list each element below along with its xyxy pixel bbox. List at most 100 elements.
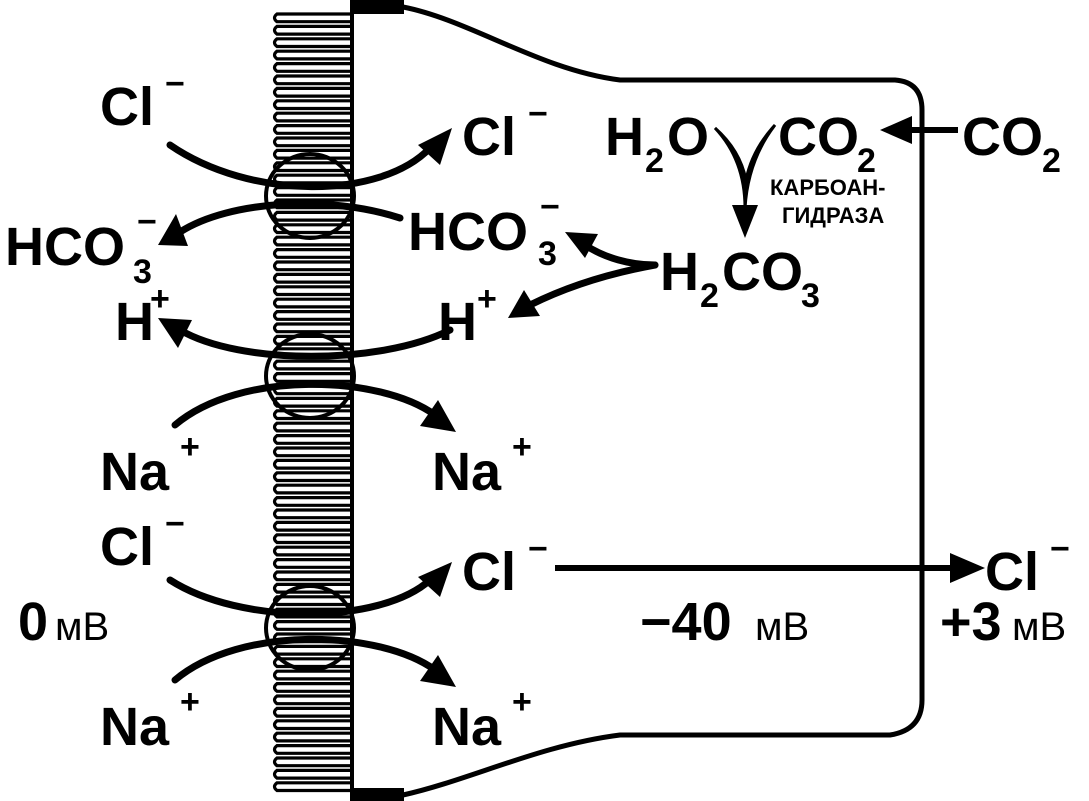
microvillus: [272, 434, 352, 445]
microvillus: [272, 533, 352, 545]
label-na-lumen-upper: Na: [100, 442, 170, 502]
subscript-2: 2: [1042, 142, 1061, 180]
microvillus: [272, 558, 352, 569]
label-cl-lumen-lower: Cl: [100, 517, 154, 577]
microvillus: [272, 446, 352, 458]
microvillus: [272, 99, 352, 111]
subscript-2: 2: [700, 277, 719, 315]
arrow-hco3-out: [176, 200, 404, 236]
microvillus: [272, 644, 352, 656]
microvillus: [272, 508, 352, 520]
subscript-3: 3: [538, 235, 557, 273]
charge-plus: +: [150, 280, 170, 318]
transporter-cl-hco3: [264, 152, 356, 240]
microvillus: [272, 322, 352, 334]
microvillus: [272, 12, 352, 24]
microvillus: [272, 582, 352, 594]
microvillus: [272, 37, 352, 49]
microvillus: [272, 310, 352, 321]
label-co2-blood: CO: [962, 107, 1043, 167]
microvillus: [272, 570, 352, 582]
microvillus: [272, 248, 352, 259]
charge-plus: +: [180, 428, 200, 466]
microvillus: [272, 694, 352, 706]
microvillus: [272, 731, 352, 743]
charge-minus: −: [165, 65, 185, 103]
label-potential-lumen: 0: [18, 592, 48, 652]
microvillus: [272, 545, 352, 557]
tight-junction-top: [352, 0, 404, 14]
cell-membrane-outline: [402, 4, 925, 798]
label-h2co3-h: H: [660, 242, 699, 302]
unit-mv: мВ: [755, 605, 809, 649]
microvillus: [272, 334, 352, 346]
microvillus: [272, 62, 352, 73]
microvillus: [272, 124, 352, 135]
transporters: [264, 152, 356, 672]
charge-plus: +: [180, 683, 200, 721]
arrow-h-out: [176, 326, 454, 360]
subscript-3: 3: [801, 277, 820, 315]
microvillus: [272, 458, 352, 470]
microvillus: [272, 669, 352, 681]
microvillus: [272, 620, 352, 631]
labels: Cl − Cl − HCO 3 − HCO 3 − H + H + Na + N…: [5, 65, 1070, 757]
microvillus: [272, 471, 352, 483]
charge-plus: +: [512, 428, 532, 466]
microvillus: [272, 768, 352, 780]
microvillus: [272, 49, 352, 61]
label-na-cell-upper: Na: [432, 442, 502, 502]
label-cl-blood: Cl: [985, 542, 1039, 602]
label-enzyme-line1: КАРБОАН-: [770, 175, 885, 200]
label-na-lumen-lower: Na: [100, 697, 170, 757]
arrow-h2co3-to-hco3: [581, 241, 659, 269]
microvillus: [272, 372, 352, 383]
microvillus: [272, 24, 352, 36]
label-cl-cell-top: Cl: [462, 107, 516, 167]
microvillus: [272, 719, 352, 731]
microvillus: [272, 520, 352, 532]
unit-mv: мВ: [55, 605, 109, 649]
microvillus: [272, 74, 352, 86]
microvillus: [272, 483, 352, 495]
brush-border: [272, 0, 354, 801]
unit-mv: мВ: [1012, 605, 1066, 649]
subscript-2: 2: [645, 142, 664, 180]
microvillus: [272, 111, 352, 123]
arrows: [158, 116, 985, 687]
arrow-na-in-lower: [171, 635, 439, 684]
arrow-cl-in-top: [166, 141, 434, 191]
microvillus: [272, 409, 352, 421]
charge-minus: −: [528, 530, 548, 568]
microvillus: [272, 285, 352, 297]
label-potential-blood: +3: [940, 592, 1002, 652]
charge-minus: −: [540, 188, 560, 226]
microvillus: [272, 756, 352, 768]
microvillus: [272, 297, 352, 309]
transporter-na-cl: [264, 584, 356, 672]
arrow-hydration: [713, 123, 777, 209]
label-hco3-lumen: HCO: [5, 217, 125, 277]
microvillus: [272, 744, 352, 755]
cell-outline: [352, 0, 925, 801]
microvillus: [272, 359, 352, 371]
label-cl-cell-lower: Cl: [462, 542, 516, 602]
label-enzyme-line2: ГИДРАЗА: [782, 203, 884, 228]
arrow-cl-in-lower: [166, 576, 434, 618]
arrow-na-in-upper: [171, 380, 439, 429]
label-cl-lumen-top: Cl: [100, 77, 154, 137]
label-h2co3-co: CO: [722, 242, 803, 302]
charge-minus: −: [528, 95, 548, 133]
label-potential-cell: −40: [640, 592, 732, 652]
charge-minus: −: [137, 203, 157, 241]
microvillus: [272, 272, 352, 284]
charge-minus: −: [1050, 530, 1070, 568]
subscript-2: 2: [857, 142, 876, 180]
microvillus: [272, 148, 352, 160]
microvillus: [272, 210, 352, 222]
microvillus: [272, 235, 352, 247]
microvillus: [272, 657, 352, 669]
label-na-cell-lower: Na: [432, 697, 502, 757]
label-h2o-o: O: [667, 107, 709, 167]
